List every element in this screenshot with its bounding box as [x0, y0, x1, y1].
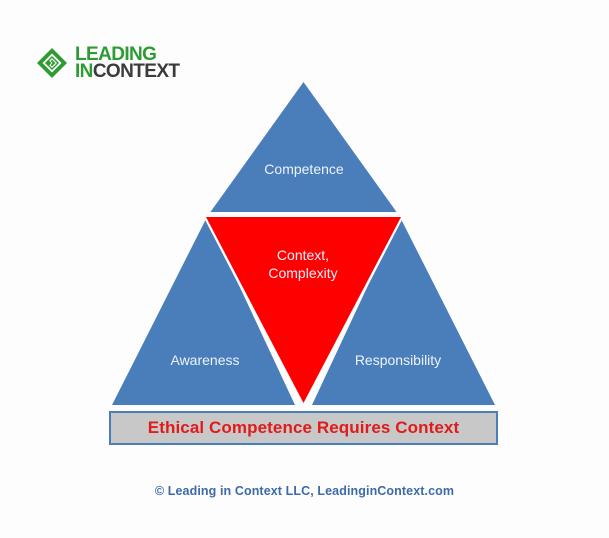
segment-responsibility-shape[interactable]	[312, 217, 495, 405]
logo-line-incontext: INCONTEXT	[75, 61, 180, 83]
logo-wordmark: LEADING INCONTEXT	[75, 44, 180, 83]
segment-context-complexity-shape[interactable]	[206, 217, 401, 403]
tagline-banner: Ethical Competence Requires Context	[109, 411, 498, 445]
logo-word-context: CONTEXT	[92, 61, 180, 83]
logo-line-leading: LEADING	[75, 44, 157, 65]
footer: © Leading in Context LLC, LeadinginConte…	[0, 482, 609, 500]
segment-awareness-shape[interactable]	[112, 217, 295, 405]
segment-competence-shape[interactable]	[209, 82, 398, 214]
tagline-banner-text: Ethical Competence Requires Context	[147, 418, 460, 437]
copyright-text: © Leading in Context LLC, LeadinginConte…	[154, 484, 455, 498]
logo-word-in: IN	[75, 61, 93, 83]
diamond-chevron-icon	[37, 48, 67, 79]
brand-logo[interactable]: LEADING INCONTEXT	[36, 44, 180, 83]
